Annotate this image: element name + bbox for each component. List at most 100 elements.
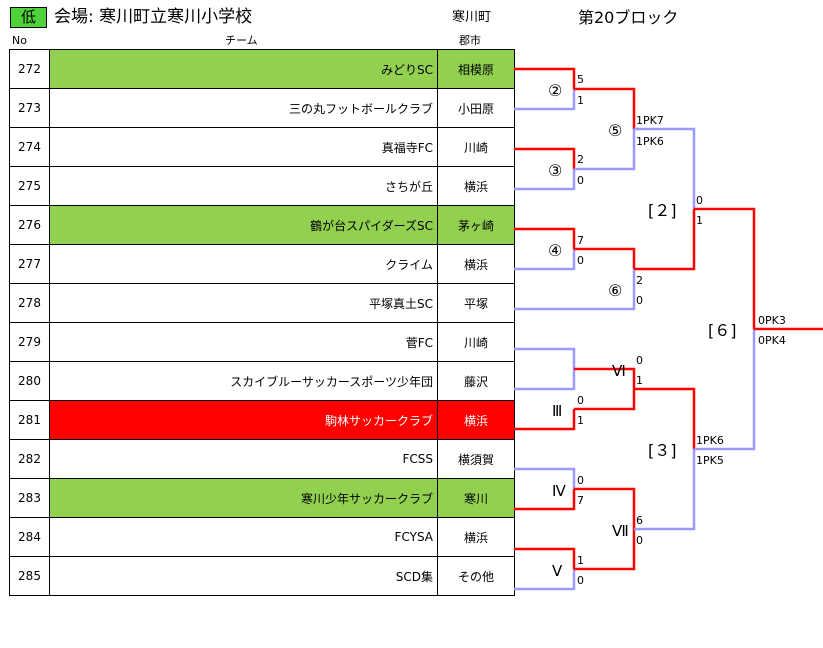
match-label-b2: [２] xyxy=(648,201,677,220)
team-number: 283 xyxy=(9,478,50,518)
team-city: 横浜 xyxy=(437,244,515,284)
team-name: FCYSA xyxy=(49,517,438,557)
team-city: 横浜 xyxy=(437,400,515,440)
score: 1PK6 xyxy=(636,135,664,148)
team-city: 小田原 xyxy=(437,88,515,128)
team-name: 平塚真土SC xyxy=(49,283,438,323)
score: 2 xyxy=(636,274,643,287)
score: 0 xyxy=(636,294,643,307)
bracket-line-282 xyxy=(514,467,576,489)
team-city: 藤沢 xyxy=(437,361,515,401)
bracket-line-274 xyxy=(514,147,576,169)
team-number: 277 xyxy=(9,244,50,284)
score: 0 xyxy=(696,194,703,207)
team-name: 寒川少年サッカークラブ xyxy=(49,478,438,518)
team-city: 平塚 xyxy=(437,283,515,323)
bracket-line-275 xyxy=(514,169,576,191)
level-badge: 低 xyxy=(10,7,47,28)
bracket-line-m6-out xyxy=(634,209,696,271)
team-name: 三の丸フットボールクラブ xyxy=(49,88,438,128)
column-header-city: 郡市 xyxy=(459,34,481,47)
match-label-r3: Ⅲ xyxy=(552,402,562,420)
team-number: 278 xyxy=(9,283,50,323)
team-number: 276 xyxy=(9,205,50,245)
match-label-r7: Ⅶ xyxy=(612,522,629,540)
team-city: 横須賀 xyxy=(437,439,515,479)
bracket-line-r7-out xyxy=(634,449,696,531)
score: 0 xyxy=(577,574,584,587)
team-name: 真福寺FC xyxy=(49,127,438,167)
bracket-line-285 xyxy=(514,569,576,591)
match-label-b6: [６] xyxy=(708,321,737,340)
team-name: 菅FC xyxy=(49,322,438,362)
score: 1 xyxy=(696,214,703,227)
team-name: 鶴が台スパイダーズSC xyxy=(49,205,438,245)
team-city: 横浜 xyxy=(437,517,515,557)
bracket-line-278 xyxy=(514,269,636,311)
team-city: 川崎 xyxy=(437,127,515,167)
match-label-5: ⑤ xyxy=(608,121,622,140)
score: 1PK7 xyxy=(636,114,664,127)
score: 7 xyxy=(577,234,584,247)
match-label-b3: [３] xyxy=(648,441,677,460)
match-label-3: ③ xyxy=(548,161,562,180)
score: 1PK6 xyxy=(696,434,724,447)
score: 0PK3 xyxy=(758,314,786,327)
bracket-line-r5-out xyxy=(574,529,636,571)
venue-title: 会場: 寒川町立寒川小学校 xyxy=(54,7,253,27)
team-number: 272 xyxy=(9,49,50,89)
bracket-line-m2-out xyxy=(574,87,636,129)
bracket-line-273 xyxy=(514,89,576,111)
bracket-line-m4-out xyxy=(574,247,636,269)
score: 6 xyxy=(636,514,643,527)
block-title: 第20ブロック xyxy=(578,8,679,27)
bracket-line-b3-out xyxy=(694,329,756,451)
team-number: 275 xyxy=(9,166,50,206)
bracket-line-r4-out xyxy=(574,487,636,529)
team-city: その他 xyxy=(437,556,515,596)
bracket-line-281 xyxy=(514,409,576,431)
team-number: 284 xyxy=(9,517,50,557)
match-label-4: ④ xyxy=(548,241,562,260)
team-name: さちが丘 xyxy=(49,166,438,206)
team-name: 駒林サッカークラブ xyxy=(49,400,438,440)
bracket-line-r3-out xyxy=(574,389,636,411)
bracket-line-r6b-out xyxy=(634,387,696,449)
score: 1PK5 xyxy=(696,454,724,467)
team-name: FCSS xyxy=(49,439,438,479)
team-number: 274 xyxy=(9,127,50,167)
bracket-line-m5-out xyxy=(634,127,696,209)
match-label-r6: Ⅵ xyxy=(612,362,626,380)
score: 0 xyxy=(577,394,584,407)
column-header-no: No xyxy=(12,34,27,47)
bracket-line-284 xyxy=(514,547,576,569)
score: 1 xyxy=(577,94,584,107)
match-label-r5: Ⅴ xyxy=(552,562,563,580)
score: 1 xyxy=(636,374,643,387)
team-name: SCD集 xyxy=(49,556,438,596)
score: 0 xyxy=(577,174,584,187)
bracket-line-r6-out xyxy=(574,367,636,389)
bracket-line-m3-out xyxy=(574,129,636,171)
score: 5 xyxy=(577,73,584,86)
bracket-line-276 xyxy=(514,227,576,249)
score: 1 xyxy=(577,554,584,567)
team-city: 茅ヶ崎 xyxy=(437,205,515,245)
bracket-line-279 xyxy=(514,347,576,369)
score: 2 xyxy=(577,153,584,166)
bracket-line-280 xyxy=(514,369,576,391)
bracket-line-283 xyxy=(514,489,576,511)
score: 7 xyxy=(577,494,584,507)
